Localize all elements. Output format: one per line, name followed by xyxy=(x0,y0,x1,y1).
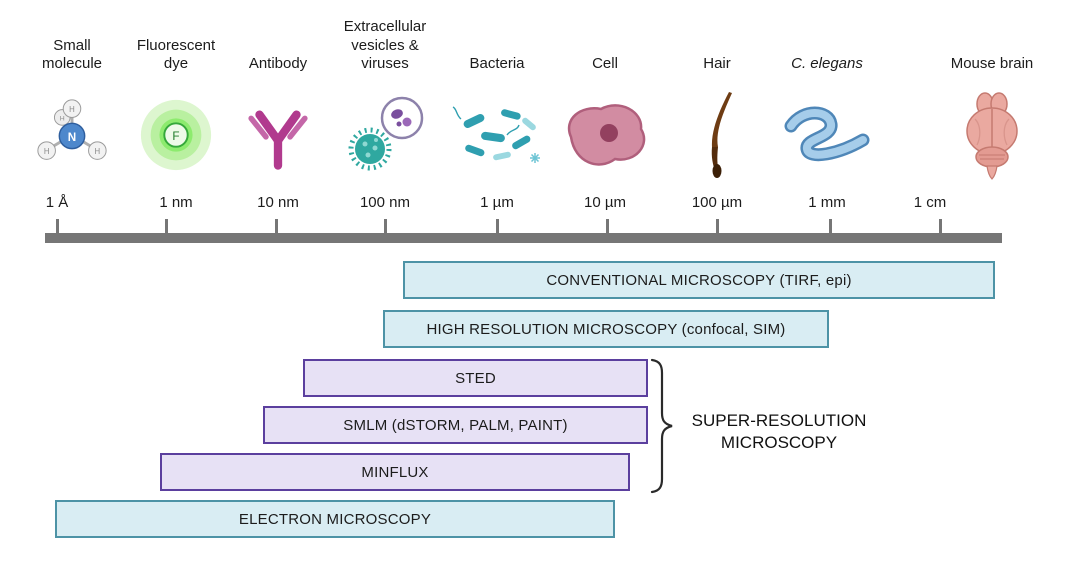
scale-item-small-molecule: Small molecule H H H H N 1 Å xyxy=(12,10,132,230)
molecule-icon: H H H H N xyxy=(12,80,132,190)
scale-ruler xyxy=(45,233,1002,243)
hair-icon xyxy=(657,80,777,190)
super-resolution-label: SUPER-RESOLUTION MICROSCOPY xyxy=(691,411,867,453)
scale-item-cell: Cell 10 µm xyxy=(545,10,665,230)
svg-text:H: H xyxy=(95,147,101,156)
ruler-tick xyxy=(496,219,499,234)
svg-text:N: N xyxy=(68,131,76,144)
ruler-tick xyxy=(384,219,387,234)
vesicles-viruses-icon xyxy=(325,80,445,190)
bar-electron-microscopy: ELECTRON MICROSCOPY xyxy=(55,500,615,538)
scale-item-value: 1 mm xyxy=(808,194,846,211)
scale-item-label: Cell xyxy=(592,55,618,73)
scale-item-mouse-brain: Mouse brain 1 cm xyxy=(914,10,1052,230)
antibody-icon xyxy=(218,80,338,190)
scale-item-value: 10 nm xyxy=(257,194,299,211)
c-elegans-icon xyxy=(767,80,887,190)
ruler-tick xyxy=(716,219,719,234)
scale-item-label: Mouse brain xyxy=(950,55,1034,73)
cell-icon xyxy=(545,80,665,190)
scale-item-value: 100 nm xyxy=(359,194,411,211)
svg-text:F: F xyxy=(172,130,179,143)
scale-item-label: Hair xyxy=(703,55,731,73)
scale-item-vesicles-viruses: Extracellular vesicles & viruses 100 nm xyxy=(325,10,445,230)
scale-item-value: 100 µm xyxy=(691,194,743,211)
svg-text:H: H xyxy=(44,147,50,156)
scale-item-bacteria: Bacteria xyxy=(437,10,557,230)
scale-item-value: 1 nm xyxy=(159,194,193,211)
bar-minflux: MINFLUX xyxy=(160,453,630,491)
scale-item-fluorescent-dye: Fluorescent dye F 1 nm xyxy=(116,10,236,230)
ruler-tick xyxy=(56,219,59,234)
scale-item-label: Small molecule xyxy=(41,36,103,73)
scale-item-value: 1 µm xyxy=(480,194,514,211)
scale-item-value: 1 Å xyxy=(45,194,69,211)
scale-item-value: 10 µm xyxy=(584,194,626,211)
scale-item-hair: Hair 100 µm xyxy=(657,10,777,230)
scale-item-c-elegans: C. elegans 1 mm xyxy=(767,10,887,230)
svg-text:H: H xyxy=(60,115,65,122)
bar-high-resolution-microscopy: HIGH RESOLUTION MICROSCOPY (confocal, SI… xyxy=(383,310,829,348)
scale-item-label: C. elegans xyxy=(791,55,863,73)
bar-sted: STED xyxy=(303,359,648,397)
bacteria-icon xyxy=(437,80,557,190)
bar-smlm: SMLM (dSTORM, PALM, PAINT) xyxy=(263,406,648,444)
scale-item-label: Fluorescent dye xyxy=(136,36,216,73)
mouse-brain-icon xyxy=(932,80,1052,190)
ruler-tick xyxy=(939,219,942,234)
scale-item-value: 1 cm xyxy=(913,194,947,211)
ruler-tick xyxy=(165,219,168,234)
scale-item-label: Bacteria xyxy=(469,55,525,73)
scale-item-antibody: Antibody 10 nm xyxy=(218,10,338,230)
fluorescent-dye-icon: F xyxy=(116,80,236,190)
ruler-tick xyxy=(829,219,832,234)
bar-conventional-microscopy: CONVENTIONAL MICROSCOPY (TIRF, epi) xyxy=(403,261,995,299)
scale-item-label: Antibody xyxy=(248,55,308,73)
ruler-tick xyxy=(275,219,278,234)
ruler-tick xyxy=(606,219,609,234)
svg-text:H: H xyxy=(69,105,75,114)
scale-item-label: Extracellular vesicles & viruses xyxy=(343,17,427,73)
curly-brace-icon xyxy=(648,357,676,495)
